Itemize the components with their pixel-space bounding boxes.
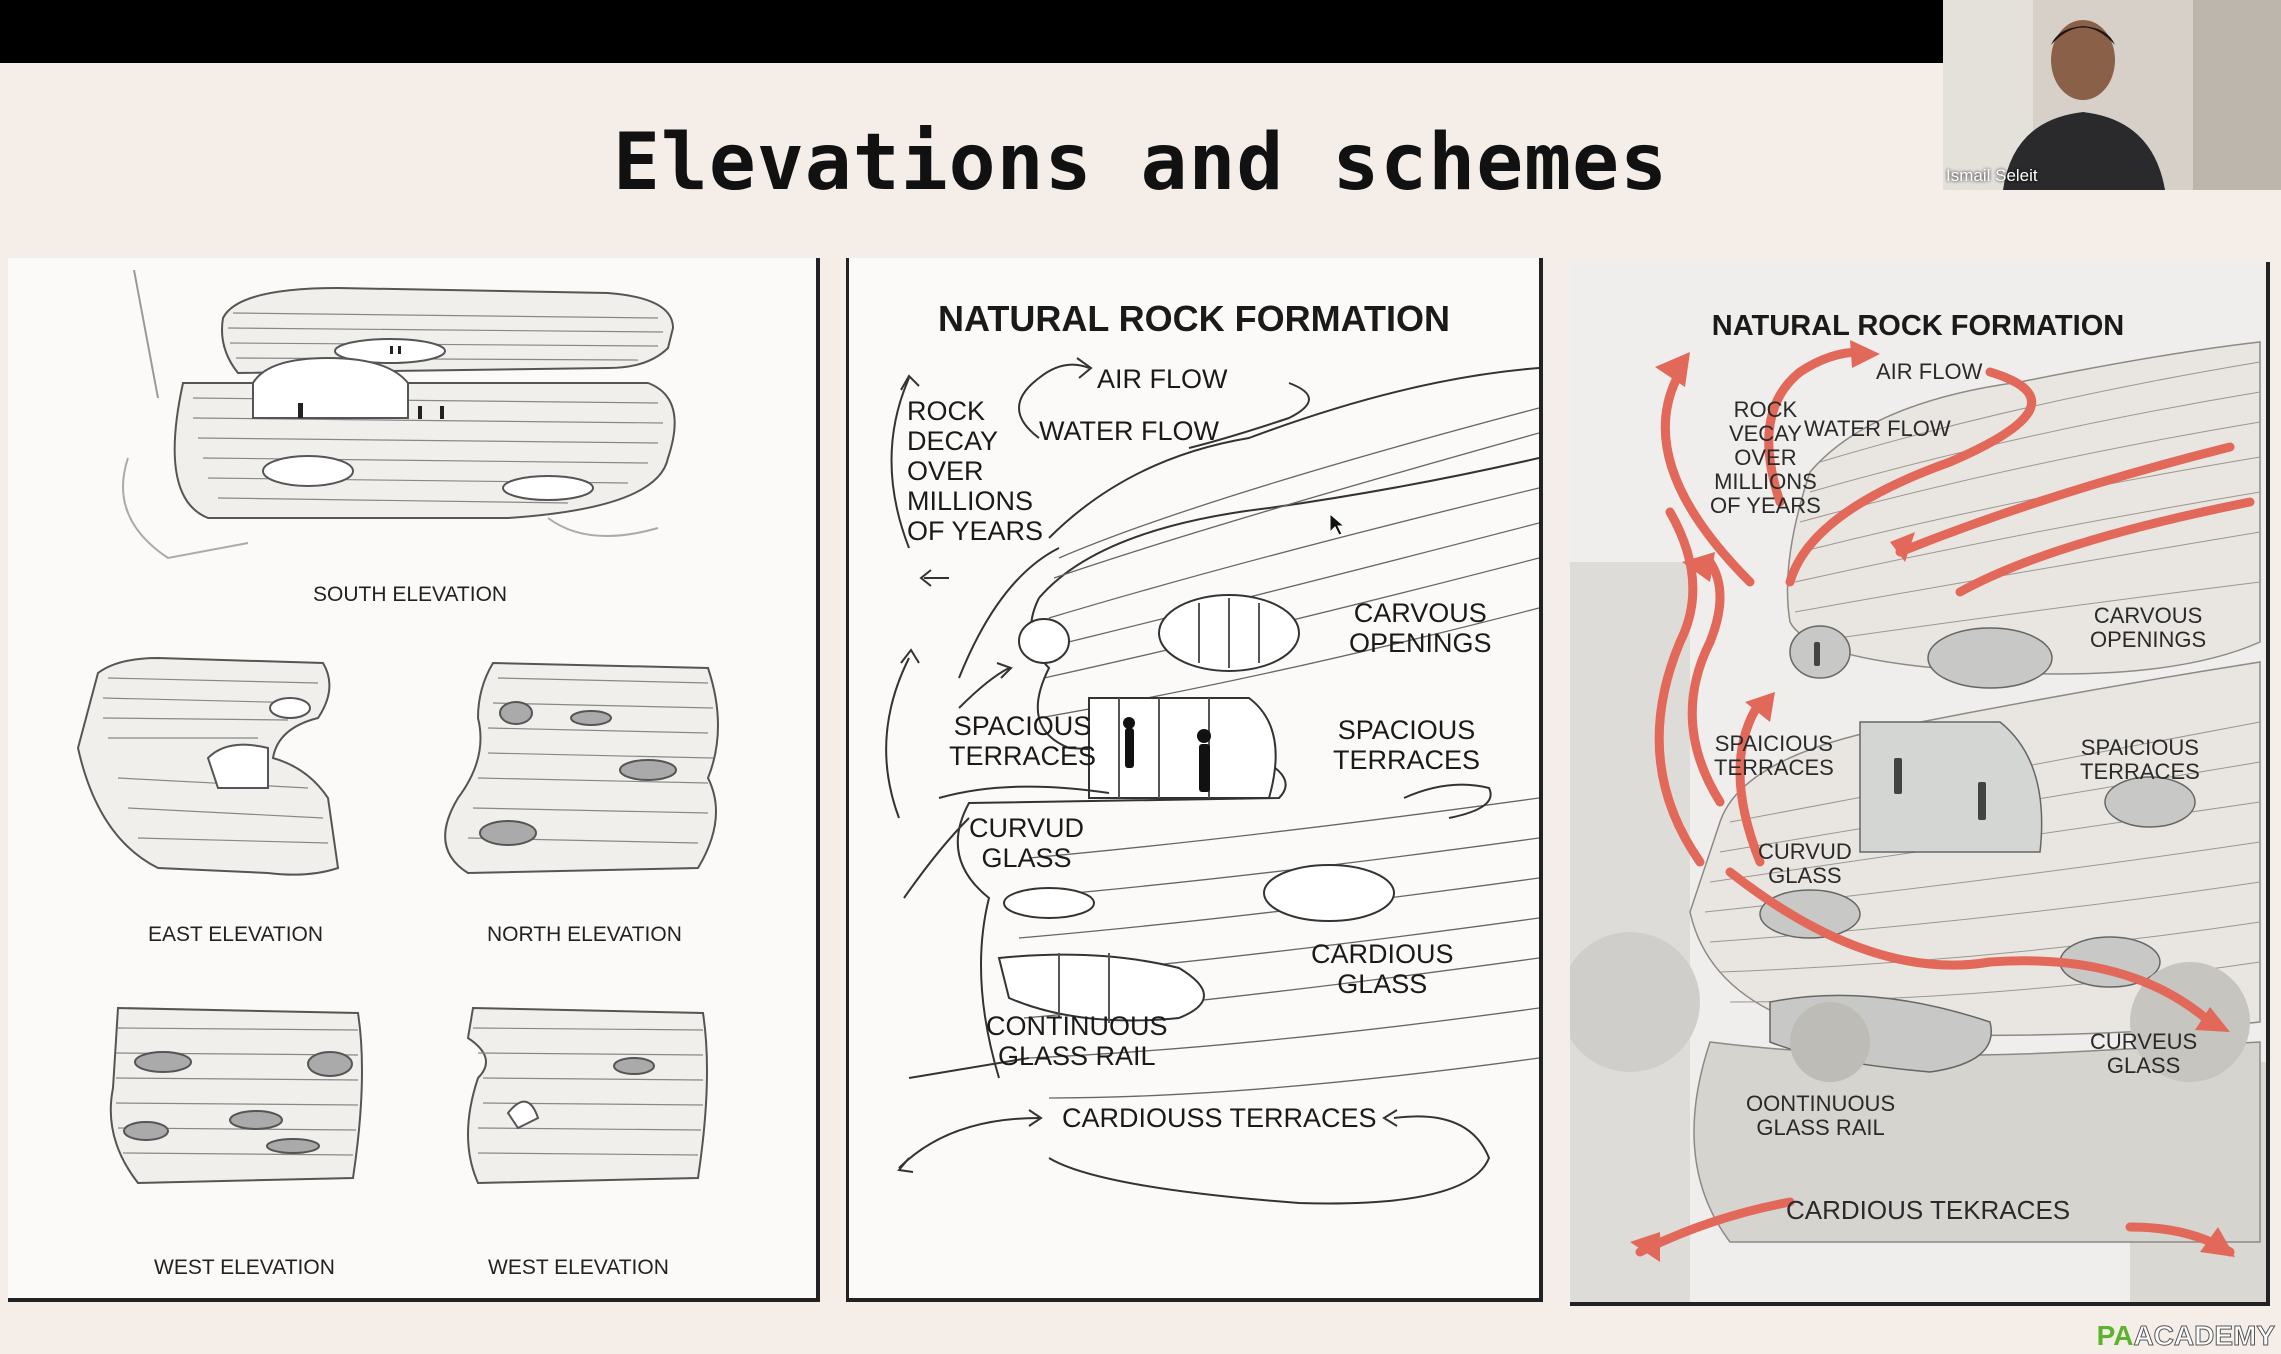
render-rock-vecay-label: ROCK VECAY OVER MILLIONS OF YEARS [1710,397,1821,518]
east-elevation-label: EAST ELEVATION [148,923,324,946]
render-air-flow-label: AIR FLOW [1876,359,1983,384]
render-spaicious-terraces-left-label: SPAICIOUS TERRACES [1714,731,1834,780]
elevations-sketches [76,269,719,1185]
sketch-cardiouss-terraces-label: CARDIOUSS TERRACES [1062,1103,1377,1133]
meeting-top-bar [0,0,2281,63]
slide-title: Elevations and schemes [612,118,1669,208]
render-cardious-tekraces-label: CARDIOUS TEKRACES [1786,1195,2071,1225]
south-elevation-label: SOUTH ELEVATION [313,583,508,606]
rock-formation-render [1570,262,2266,1302]
rock-formation-render-panel: NATURAL ROCK FORMATION AIR FLOW WATER FL… [1570,262,2270,1306]
sketch-cardious-glass-label: CARDIOUS GLASS [1311,939,1454,999]
render-spaicious-terraces-right-label: SPAICIOUS TERRACES [2080,735,2200,784]
sketch-spacious-terraces-right-label: SPACIOUS TERRACES [1333,715,1481,775]
north-elevation-label: NORTH ELEVATION [487,923,682,946]
render-carvous-openings-label: CARVOUS OPENINGS [2090,603,2207,652]
logo-academy-text: ACADEMY [2133,1320,2276,1352]
west-elevation-label: WEST ELEVATION [154,1256,335,1279]
mouse-cursor-icon [1329,513,1345,536]
participant-video-feed [1943,0,2281,190]
logo-pa-text: PA [2096,1320,2134,1351]
sketch-spacious-terraces-left-label: SPACIOUS TERRACES [949,711,1097,771]
rock-formation-sketch-panel: NATURAL ROCK FORMATION AIR FLOW WATER FL… [846,258,1543,1302]
sketch-continuous-glass-rail-label: CONTINUOUS GLASS RAIL [986,1011,1168,1071]
rock-formation-sketch [885,357,1539,1205]
airflow-arrows [1630,340,2255,1262]
pa-academy-logo: PAACADEMY [2096,1320,2276,1352]
participant-video-tile[interactable]: Ismail Seleit [1943,0,2281,190]
sketch-curvud-glass-label: CURVUD GLASS [969,813,1085,873]
render-panel-header: NATURAL ROCK FORMATION [1711,310,2125,342]
render-water-flow-label: WATER FLOW [1804,416,1951,441]
render-oontinuous-glass-rail-label: OONTINUOUS GLASS RAIL [1746,1091,1896,1140]
participant-name: Ismail Seleit [1946,166,2038,185]
sketch-panel-header: NATURAL ROCK FORMATION [938,298,1450,339]
elevations-panel: SOUTH ELEVATION EAST ELEVATION NORTH ELE… [8,258,820,1302]
sketch-carvous-openings-label: CARVOUS OPENINGS [1349,598,1492,658]
render-curvud-glass-label: CURVUD GLASS [1758,839,1852,888]
sketch-rock-decay-label: ROCK DECAY OVER MILLIONS OF YEARS [907,396,1044,546]
sketch-air-flow-label: AIR FLOW [1097,364,1228,394]
render-curveus-glass-label: CURVEUS GLASS [2090,1029,2198,1078]
sketch-water-flow-label: WATER FLOW [1039,416,1219,446]
west-elevation-label-2: WEST ELEVATION [488,1256,669,1279]
